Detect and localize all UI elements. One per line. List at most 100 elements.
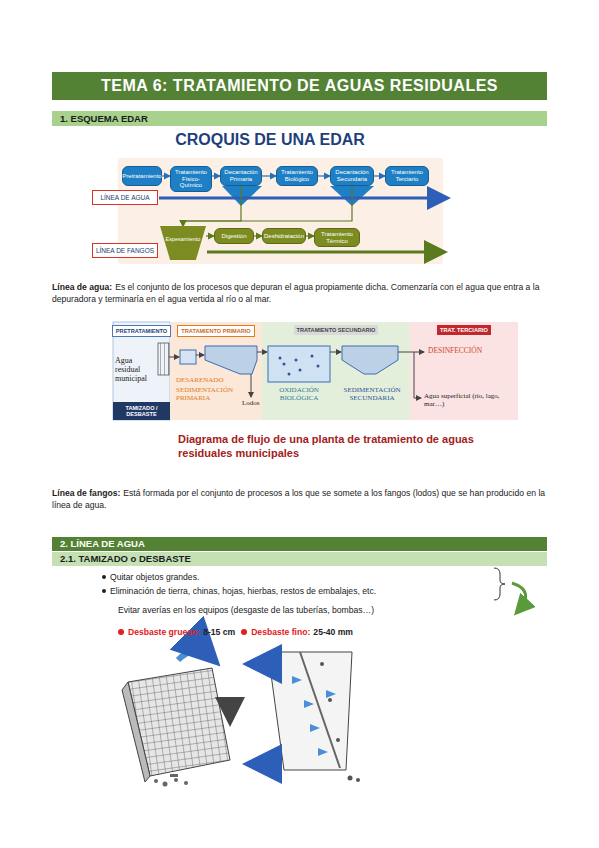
sludge-line <box>207 251 442 254</box>
sludge-box: Digestión <box>214 228 254 244</box>
flow-arrow <box>169 357 179 358</box>
flow-arrow <box>262 175 276 176</box>
node-text: TRAT. TERCIARIO <box>437 325 491 335</box>
flow-arrow <box>318 175 330 176</box>
clarifier-box: Decantación Secundaria <box>330 166 374 186</box>
term: Línea de fangos: <box>52 488 120 498</box>
title-band: TEMA 6: TRATAMIENTO DE AGUAS RESIDUALES <box>52 72 547 100</box>
node-text: 2.1. TAMIZADO o DESBASTE <box>60 553 191 564</box>
stage-label: OXIDACIÓN BIOLÓGICA <box>264 386 334 402</box>
flow-arrow <box>254 235 262 236</box>
value: 8-15 cm <box>203 627 235 637</box>
stage-label: DESINFECCIÓN <box>428 347 512 356</box>
process-box: Pretratamiento <box>122 166 162 186</box>
region-fill <box>410 322 518 420</box>
stage-label: SEDIMENTACIÓN SECUNDARIA <box>336 386 408 402</box>
flow-arrow <box>257 352 267 353</box>
sludge-box: Tratamiento Térmico <box>314 228 360 247</box>
output-label: Agua superficial (río, lago, mar…) <box>424 392 514 408</box>
region-fill <box>170 322 262 420</box>
funnel <box>222 186 262 206</box>
bubbles <box>279 355 320 376</box>
line-tag: LÍNEA DE AGUA <box>92 190 158 205</box>
sludge-arrow <box>251 374 252 397</box>
flow-arrow <box>196 355 204 356</box>
process-box: Tratamiento Biológico <box>276 166 318 186</box>
section-bar: 2. LÍNEA DE AGUA <box>52 537 547 551</box>
trapezoid-fill <box>160 226 206 260</box>
coarse-screen <box>122 650 230 786</box>
node-text: TRATAMIENTO SECUNDARIO <box>294 325 379 335</box>
flow-arrow <box>206 235 214 236</box>
node-text: Digestión <box>221 233 246 240</box>
water-line <box>159 197 445 200</box>
bullet-dot <box>241 629 247 635</box>
node-text: Tratamiento Térmico <box>317 231 357 244</box>
note-text: Evitar averías en los equipos (desgaste … <box>118 604 498 616</box>
screen-icon <box>158 343 169 375</box>
flow-arrow <box>414 352 421 398</box>
bullet-dot <box>118 629 124 635</box>
input-label: Agua residual municipal <box>115 356 157 384</box>
node-text: Tratamiento Biológico <box>279 169 315 182</box>
node-text: PRETRATAMIENTO <box>112 325 171 337</box>
node-text: TAMIZADO / DESBASTE <box>115 405 168 417</box>
body-text: Está formada por el conjunto de procesos… <box>52 488 545 510</box>
paragraph: Línea de fangos:Está formada por el conj… <box>52 487 547 511</box>
body-text: Es el conjunto de los procesos que depur… <box>52 282 539 304</box>
subsection-bar: 2.1. TAMIZADO o DESBASTE <box>52 552 547 566</box>
flow-arrow <box>306 235 314 236</box>
region-fill <box>262 322 410 420</box>
flow-arrow <box>162 175 170 176</box>
croquis-ground <box>118 158 443 264</box>
curved-arrow <box>512 583 526 611</box>
stage-label: DESARENADO <box>176 376 256 384</box>
bullet-text: Eliminación de tierra, chinas, hojas, hi… <box>110 585 490 597</box>
bullet <box>102 575 106 579</box>
grit-tank <box>180 350 196 364</box>
clarifier-box: Decantación Primaria <box>220 166 262 186</box>
paragraph: Línea de agua:Es el conjunto de los proc… <box>52 281 547 305</box>
paragraph: Desbaste grueso:8-15 cmDesbaste fino:25-… <box>118 626 518 638</box>
flow-arrow <box>183 186 241 226</box>
primary-tank <box>205 346 257 374</box>
term: Desbaste fino: <box>251 627 310 637</box>
diagram-heading: CROQUIS DE UNA EDAR <box>150 131 390 149</box>
node-text: Espesamiento <box>166 236 201 242</box>
title-text: TEMA 6: TRATAMIENTO DE AGUAS RESIDUALES <box>101 77 498 95</box>
node-text: LÍNEA DE AGUA <box>100 194 149 201</box>
aeration-tank <box>268 346 330 382</box>
flow-arrow <box>330 352 341 353</box>
term: Línea de agua: <box>52 282 112 292</box>
secondary-tank <box>342 346 398 374</box>
stage-label: SEDIMENTACIÓN PRIMARIA <box>176 386 240 402</box>
section-bar: 1. ESQUEMA EDAR <box>52 111 547 126</box>
flow-arrow <box>398 352 424 353</box>
sludge-box: Deshidratación <box>262 228 306 244</box>
node-text: Deshidratación <box>264 233 304 240</box>
stage-band: TAMIZADO / DESBASTE <box>113 402 170 420</box>
line-tag: LÍNEA DE FANGOS <box>92 243 158 258</box>
flow-arrow <box>183 186 352 226</box>
fine-screen <box>252 652 360 782</box>
flow-arrow <box>212 175 220 176</box>
node-text: 1. ESQUEMA EDAR <box>60 113 148 124</box>
node-text: LÍNEA DE FANGOS <box>96 247 154 254</box>
node-text: Decantación Secundaria <box>333 169 371 182</box>
stage-region: TRATAMIENTO SECUNDARIO <box>262 322 410 420</box>
node-text: Tratamiento Terciario <box>388 169 426 182</box>
node-text: Decantación Primaria <box>223 169 259 182</box>
term: Desbaste grueso: <box>128 627 200 637</box>
bullet-text: Quitar objetos grandes. <box>110 571 490 583</box>
node-text: Tratamiento Físico-Químico <box>173 169 209 189</box>
figure-caption: Diagrama de flujo de una planta de trata… <box>178 432 478 460</box>
trapezoid-outline <box>160 226 206 260</box>
node-text: TRATAMIENTO PRIMARIO <box>177 325 254 337</box>
node-text: Pretratamiento <box>122 173 161 180</box>
node-text: 2. LÍNEA DE AGUA <box>60 538 145 549</box>
flow-arrow <box>374 175 385 176</box>
